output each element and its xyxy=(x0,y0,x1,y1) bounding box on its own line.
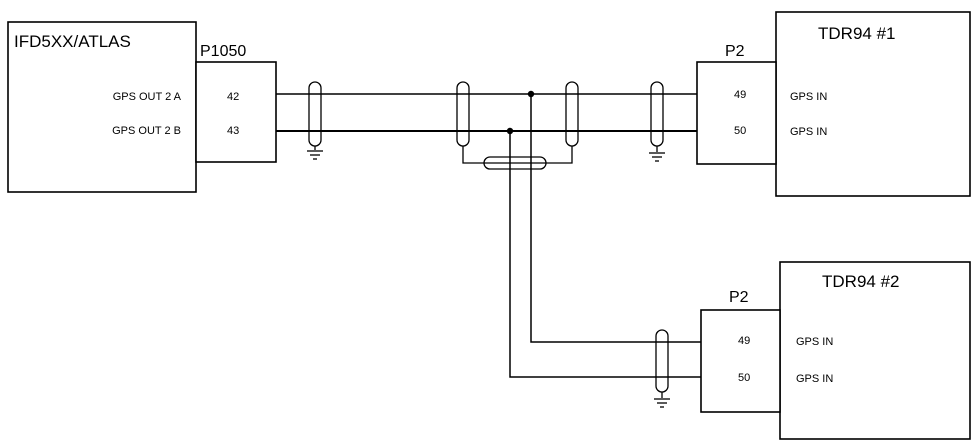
branch-wire-gps-b xyxy=(509,131,701,378)
splice-dot xyxy=(506,127,514,135)
splice-dot xyxy=(527,90,535,98)
cable-shield xyxy=(308,81,322,150)
ifd-signal-label: GPS OUT 2 B xyxy=(112,125,181,137)
ifd-pin-number: 43 xyxy=(227,125,239,137)
tdr2-connector-box xyxy=(700,309,781,413)
ifd-connector-label: P1050 xyxy=(200,43,246,60)
tdr2-unit-title: TDR94 #2 xyxy=(822,272,899,291)
tdr2-unit-box xyxy=(779,261,971,440)
ifd-unit-box xyxy=(7,21,197,193)
tdr2-connector-label: P2 xyxy=(729,289,749,306)
tdr2-unit: TDR94 #2 P2 49 50 GPS IN GPS IN xyxy=(700,261,971,440)
tdr1-unit-box xyxy=(775,11,971,197)
tdr1-signal-label: GPS IN xyxy=(790,126,827,138)
cable-shield xyxy=(483,156,547,170)
shield-drain-wire xyxy=(462,146,573,164)
branch-wire-gps-a xyxy=(530,94,701,343)
tdr2-pin-number: 49 xyxy=(738,335,750,347)
ifd-pin-number: 42 xyxy=(227,91,239,103)
cable-shield xyxy=(456,81,470,147)
tdr1-unit: TDR94 #1 P2 49 50 GPS IN GPS IN xyxy=(696,11,971,197)
cable-shield xyxy=(650,81,664,152)
ifd-unit-title: IFD5XX/ATLAS xyxy=(14,32,131,51)
tdr1-connector-box xyxy=(696,61,777,165)
tdr1-pin-number: 49 xyxy=(734,89,746,101)
ifd-signal-label: GPS OUT 2 A xyxy=(113,91,182,103)
tdr1-connector-label: P2 xyxy=(725,43,745,60)
tdr2-pin-number: 50 xyxy=(738,372,750,384)
ground-icon xyxy=(307,150,323,160)
tdr2-signal-label: GPS IN xyxy=(796,336,833,348)
tdr1-unit-title: TDR94 #1 xyxy=(818,24,895,43)
tdr1-pin-number: 50 xyxy=(734,125,746,137)
tdr2-signal-label: GPS IN xyxy=(796,373,833,385)
ifd-unit: IFD5XX/ATLAS P1050 GPS OUT 2 A GPS OUT 2… xyxy=(7,21,277,193)
ifd-connector-box xyxy=(195,61,277,163)
ground-icon xyxy=(654,398,670,408)
ground-icon xyxy=(649,152,665,162)
cable-shield xyxy=(565,81,579,147)
cable-shield xyxy=(655,329,669,398)
tdr1-signal-label: GPS IN xyxy=(790,91,827,103)
